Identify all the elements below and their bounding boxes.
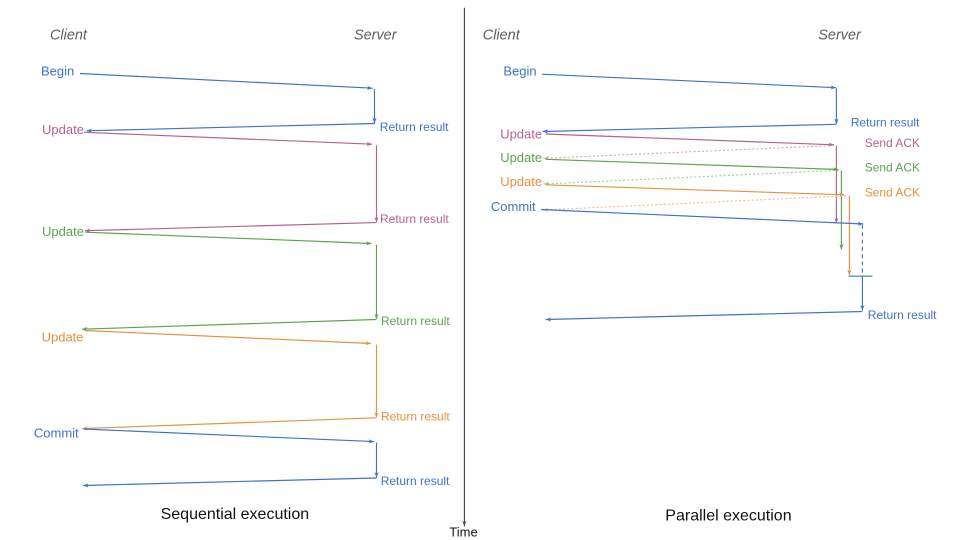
svg-text:Client: Client [483, 27, 521, 43]
svg-text:Return result: Return result [381, 410, 450, 424]
svg-text:Return result: Return result [380, 212, 449, 226]
svg-text:Time: Time [449, 525, 477, 540]
svg-text:Send ACK: Send ACK [865, 136, 920, 150]
svg-text:Return result: Return result [851, 115, 920, 129]
svg-text:Parallel execution: Parallel execution [665, 508, 791, 525]
svg-text:Server: Server [354, 27, 398, 43]
svg-text:Return result: Return result [381, 474, 450, 488]
svg-text:Update: Update [500, 150, 542, 165]
svg-text:Update: Update [500, 174, 542, 189]
svg-text:Commit: Commit [34, 426, 79, 441]
svg-text:Update: Update [500, 126, 542, 141]
svg-text:Update: Update [42, 329, 84, 344]
svg-text:Server: Server [818, 27, 862, 43]
svg-text:Client: Client [50, 27, 88, 43]
svg-text:Begin: Begin [41, 64, 74, 79]
svg-text:Send ACK: Send ACK [865, 185, 920, 199]
svg-text:Begin: Begin [503, 64, 536, 79]
svg-text:Return result: Return result [380, 120, 449, 134]
svg-text:Sequential execution: Sequential execution [161, 506, 310, 523]
svg-text:Update: Update [42, 122, 84, 137]
svg-text:Return result: Return result [868, 308, 937, 322]
svg-text:Return result: Return result [381, 314, 450, 328]
svg-text:Update: Update [42, 224, 84, 239]
svg-text:Commit: Commit [491, 199, 536, 214]
svg-text:Send ACK: Send ACK [865, 161, 920, 175]
